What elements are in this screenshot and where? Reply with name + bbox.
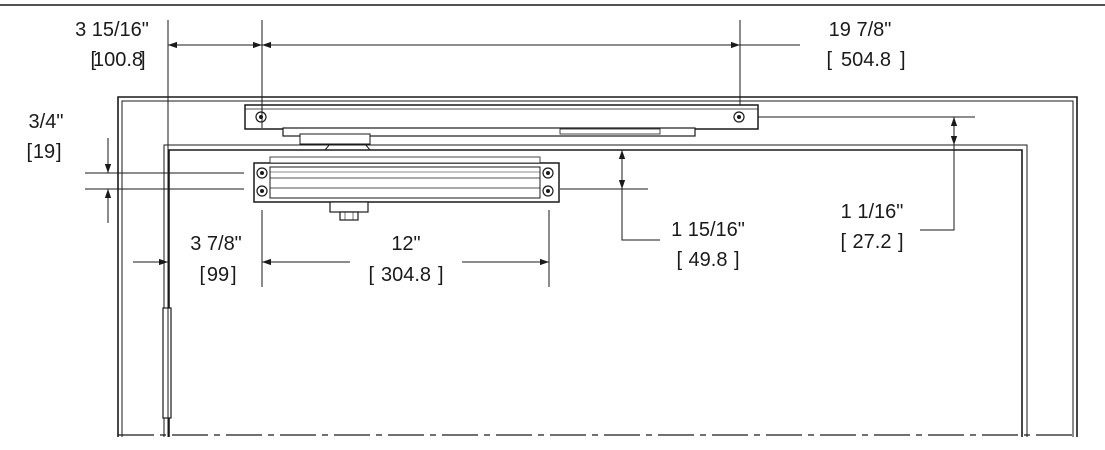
svg-text:[: [: [90, 49, 96, 71]
svg-text:]: ]: [56, 141, 62, 163]
dim-label-body-length: 12" [ 304.8 ]: [368, 233, 443, 286]
body-screw-top-right: [542, 167, 554, 179]
closer-arm: [282, 127, 696, 151]
dim-imperial-body-drop: 1 15/16": [671, 219, 745, 241]
svg-text:]: ]: [231, 264, 237, 286]
svg-text:[: [: [26, 141, 32, 163]
dim-metric-body-offset: 19: [33, 141, 55, 163]
hinge: [162, 307, 172, 419]
dim-imperial-body-offset: 3/4": [29, 111, 64, 133]
dim-imperial-arm-span: 19 7/8": [829, 19, 892, 41]
dim-metric-body-drop: 49.8: [689, 249, 728, 271]
body-screw-top-left: [256, 167, 268, 179]
dim-metric-arm-span: 504.8: [841, 49, 891, 71]
extension-lines: [85, 20, 975, 437]
dim-metric-body-length: 304.8: [381, 264, 431, 286]
dim-label-body-offset: 3/4" [ 19 ]: [26, 111, 63, 163]
dim-label-left-offset: 3 15/16" [ 100.8 ]: [75, 19, 149, 71]
svg-text:[: [: [199, 264, 205, 286]
dim-imperial-left-offset: 3 15/16": [75, 19, 149, 41]
svg-text:]: ]: [898, 231, 904, 253]
svg-text:]: ]: [438, 264, 444, 286]
svg-text:[: [: [676, 249, 682, 271]
dim-metric-left-offset: 100.8: [93, 49, 143, 71]
body-screw-bottom-left: [256, 185, 268, 197]
body-screw-bottom-right: [542, 185, 554, 197]
dim-line-body-drop-leader: [621, 189, 660, 241]
shoe-screw-right: [733, 111, 745, 123]
svg-text:]: ]: [900, 49, 906, 71]
dim-metric-hinge-offset: 99: [207, 264, 229, 286]
dim-imperial-body-length: 12": [391, 233, 420, 255]
svg-text:[: [: [368, 264, 374, 286]
dim-metric-shoe-drop: 27.2: [853, 231, 892, 253]
arm-shoe: [244, 104, 759, 130]
dim-imperial-shoe-drop: 1 1/16": [841, 201, 904, 223]
dim-label-arm-span: 19 7/8" [ 504.8 ]: [826, 19, 905, 71]
dim-label-hinge-offset: 3 7/8" [ 99 ]: [190, 233, 242, 286]
dim-label-shoe-drop: 1 1/16" [ 27.2 ]: [840, 201, 903, 253]
shoe-screw-left: [255, 111, 267, 123]
closer-body: [253, 156, 560, 221]
dim-imperial-hinge-offset: 3 7/8": [190, 233, 242, 255]
svg-text:]: ]: [734, 249, 740, 271]
svg-text:[: [: [840, 231, 846, 253]
svg-text:]: ]: [140, 49, 146, 71]
door-frame: [117, 96, 1078, 437]
svg-text:[: [: [826, 49, 832, 71]
dim-line-shoe-drop-leader: [920, 145, 955, 231]
dimension-lines: [104, 41, 958, 266]
dim-label-body-drop: 1 15/16" [ 49.8 ]: [671, 219, 745, 271]
